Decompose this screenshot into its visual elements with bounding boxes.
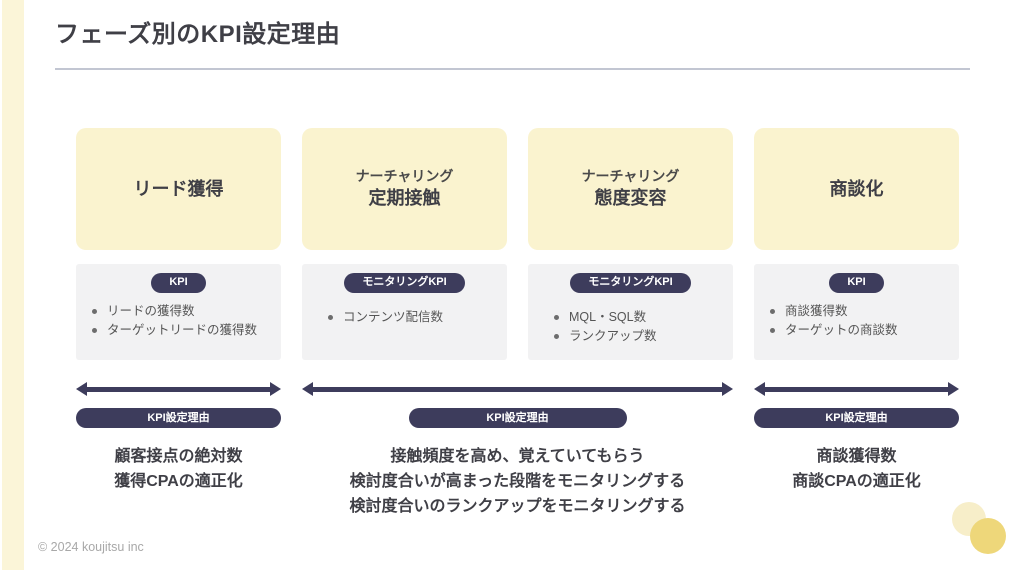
phase-column-4: 商談化 KPI 商談獲得数 ターゲットの商談数	[754, 128, 959, 360]
arrow-shaft	[86, 387, 271, 392]
kpi-panel-4: KPI 商談獲得数 ターゲットの商談数	[754, 264, 959, 360]
decorative-circle-dark-icon	[970, 518, 1006, 554]
list-item: 商談獲得数	[768, 303, 949, 321]
list-item: リードの獲得数	[90, 303, 271, 321]
arrow-shaft	[764, 387, 949, 392]
decorative-circles	[948, 502, 1018, 564]
kpi-badge-1: KPI	[151, 273, 206, 293]
phase-subtitle-3: ナーチャリング	[581, 168, 680, 185]
reason-line: 商談CPAの適正化	[792, 473, 921, 491]
double-arrow-1	[76, 380, 281, 398]
reason-line: 獲得CPAの適正化	[114, 473, 243, 491]
reason-badge-3: KPI設定理由	[754, 408, 959, 429]
arrow-left-head-icon	[302, 382, 313, 396]
phase-title-2: 定期接触	[368, 188, 441, 209]
title-divider	[55, 68, 970, 70]
phase-column-2: ナーチャリング 定期接触 モニタリングKPI コンテンツ配信数	[302, 128, 507, 360]
arrow-right-head-icon	[722, 382, 733, 396]
kpi-list-2: コンテンツ配信数	[312, 309, 497, 327]
list-item: コンテンツ配信数	[326, 309, 497, 327]
reason-text-3: 商談獲得数 商談CPAの適正化	[792, 445, 921, 495]
kpi-badge-3: モニタリングKPI	[570, 273, 691, 293]
phase-card-2: ナーチャリング 定期接触	[302, 128, 507, 250]
phase-columns: リード獲得 KPI リードの獲得数 ターゲットリードの獲得数 ナーチャリング 定…	[76, 128, 960, 360]
phase-title-3: 態度変容	[594, 188, 667, 209]
kpi-list-4: 商談獲得数 ターゲットの商談数	[764, 303, 949, 340]
reason-line: 検討度合いが高まった段階をモニタリングする	[349, 473, 686, 491]
list-item: ターゲットリードの獲得数	[90, 322, 271, 340]
reason-line: 顧客接点の絶対数	[114, 448, 243, 466]
kpi-pill-wrap-3: モニタリングKPI	[538, 273, 723, 293]
reason-group-2: KPI設定理由 接触頻度を高め、覚えていてもらう 検討度合いが高まった段階をモニ…	[302, 380, 733, 520]
phase-title-4: 商談化	[829, 178, 884, 199]
arrow-shaft	[312, 387, 723, 392]
left-accent-strip	[2, 0, 24, 570]
reason-badge-1: KPI設定理由	[76, 408, 281, 429]
phase-title-1: リード獲得	[133, 178, 224, 199]
arrow-right-head-icon	[948, 382, 959, 396]
double-arrow-3	[754, 380, 959, 398]
list-item: MQL・SQL数	[552, 309, 723, 327]
reason-band: KPI設定理由 顧客接点の絶対数 獲得CPAの適正化 KPI設定理由 接触頻度を…	[76, 380, 960, 520]
footer-copyright: © 2024 koujitsu inc	[38, 540, 144, 554]
phase-card-4: 商談化	[754, 128, 959, 250]
kpi-pill-wrap-2: モニタリングKPI	[312, 273, 497, 293]
kpi-badge-4: KPI	[829, 273, 884, 293]
phase-card-1: リード獲得	[76, 128, 281, 250]
phase-column-3: ナーチャリング 態度変容 モニタリングKPI MQL・SQL数 ランクアップ数	[528, 128, 733, 360]
kpi-panel-3: モニタリングKPI MQL・SQL数 ランクアップ数	[528, 264, 733, 360]
double-arrow-2	[302, 380, 733, 398]
kpi-badge-2: モニタリングKPI	[344, 273, 465, 293]
reason-text-1: 顧客接点の絶対数 獲得CPAの適正化	[114, 445, 243, 495]
kpi-panel-2: モニタリングKPI コンテンツ配信数	[302, 264, 507, 360]
phase-column-1: リード獲得 KPI リードの獲得数 ターゲットリードの獲得数	[76, 128, 281, 360]
list-item: ランクアップ数	[552, 328, 723, 346]
kpi-list-1: リードの獲得数 ターゲットリードの獲得数	[86, 303, 271, 340]
arrow-left-head-icon	[754, 382, 765, 396]
reason-group-3: KPI設定理由 商談獲得数 商談CPAの適正化	[754, 380, 959, 520]
kpi-list-3: MQL・SQL数 ランクアップ数	[538, 309, 723, 346]
kpi-pill-wrap-4: KPI	[764, 273, 949, 293]
arrow-right-head-icon	[270, 382, 281, 396]
phase-subtitle-2: ナーチャリング	[355, 168, 454, 185]
phase-card-3: ナーチャリング 態度変容	[528, 128, 733, 250]
reason-badge-2: KPI設定理由	[408, 408, 627, 429]
kpi-pill-wrap-1: KPI	[86, 273, 271, 293]
page-title: フェーズ別のKPI設定理由	[55, 21, 341, 48]
reason-line: 接触頻度を高め、覚えていてもらう	[390, 448, 645, 466]
kpi-panel-1: KPI リードの獲得数 ターゲットリードの獲得数	[76, 264, 281, 360]
reason-text-2: 接触頻度を高め、覚えていてもらう 検討度合いが高まった段階をモニタリングする 検…	[349, 445, 685, 519]
arrow-left-head-icon	[76, 382, 87, 396]
reason-line: 検討度合いのランクアップをモニタリングする	[349, 497, 686, 515]
list-item: ターゲットの商談数	[768, 322, 949, 340]
reason-group-1: KPI設定理由 顧客接点の絶対数 獲得CPAの適正化	[76, 380, 281, 520]
reason-line: 商談獲得数	[816, 448, 897, 466]
